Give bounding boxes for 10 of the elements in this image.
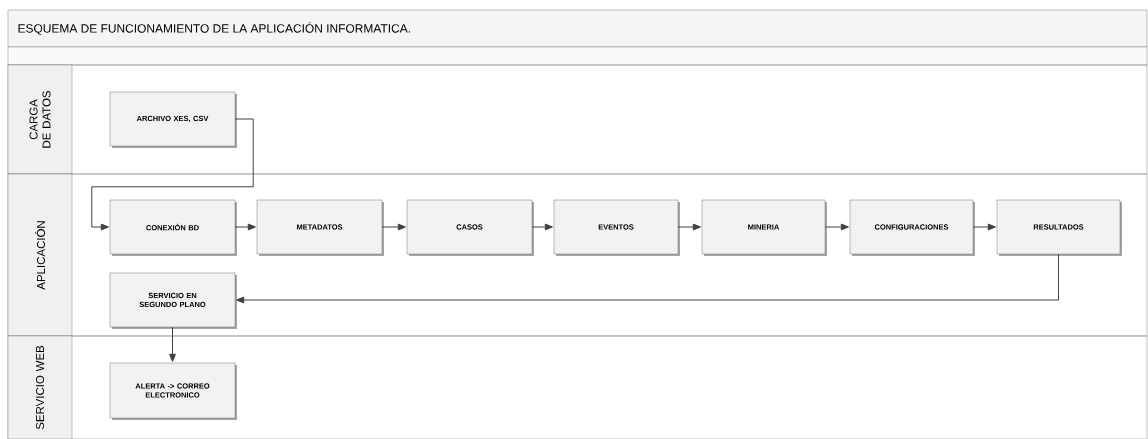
arrow	[234, 223, 256, 231]
arrow	[531, 223, 553, 231]
arrow	[169, 326, 176, 362]
arrow	[972, 223, 996, 231]
arrow	[381, 223, 406, 231]
arrow	[91, 118, 254, 231]
title-bar: ESQUEMA DE FUNCIONAMIENTO DE LA APLICACIÓN INFORMATICA.	[7, 9, 1148, 48]
arrow	[677, 223, 701, 231]
arrow	[824, 223, 849, 231]
arrow	[236, 253, 1059, 304]
